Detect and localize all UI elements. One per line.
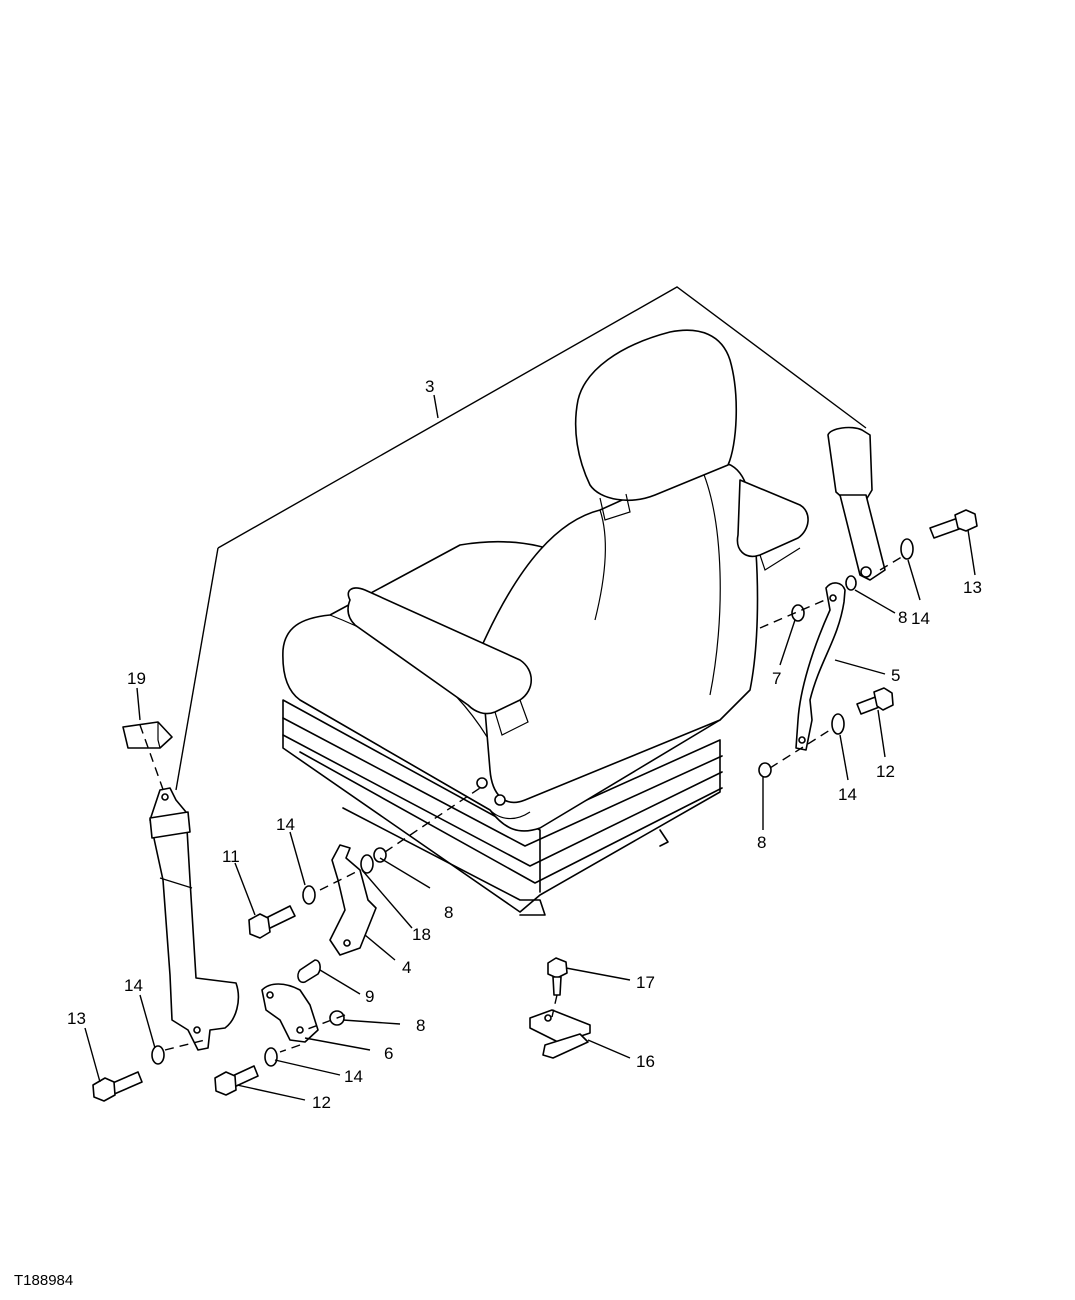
callout-8-right-upper: 8 xyxy=(898,608,907,627)
bracket-4 xyxy=(329,844,377,956)
nut-8-right-upper xyxy=(845,575,857,591)
callout-18: 18 xyxy=(412,925,431,944)
callout-13-right: 13 xyxy=(963,578,982,597)
spacer-7 xyxy=(791,604,805,622)
right-belt-strap xyxy=(795,582,846,751)
right-seat-belt-retractor xyxy=(827,426,886,581)
callout-8-left-lower: 8 xyxy=(416,1016,425,1035)
right-armrest xyxy=(736,479,809,557)
callout-6: 6 xyxy=(384,1044,393,1063)
callout-5: 5 xyxy=(891,666,900,685)
cover-19 xyxy=(122,721,173,749)
callout-12-left: 12 xyxy=(312,1093,331,1112)
callout-4: 4 xyxy=(402,958,411,977)
bolt-12-left xyxy=(214,1065,259,1096)
figure-id: T188984 xyxy=(14,1272,73,1289)
bolt-12-right xyxy=(856,687,894,715)
callout-leaders xyxy=(84,529,976,1101)
screw-17 xyxy=(547,957,568,996)
bracket-16 xyxy=(529,1009,591,1059)
nut-8-right-lower xyxy=(758,762,772,778)
bolt-13-right xyxy=(929,509,978,539)
callout-13-left: 13 xyxy=(67,1009,86,1028)
operator-seat xyxy=(282,329,809,916)
callout-8-right-lower: 8 xyxy=(757,833,766,852)
bolt-11 xyxy=(248,905,296,939)
callout-labels: 3 19 11 14 8 18 4 9 8 6 14 12 13 14 17 1… xyxy=(67,377,982,1112)
left-seat-belt-buckle xyxy=(149,787,240,1051)
washer-14-left-bottom xyxy=(264,1047,278,1067)
callout-17: 17 xyxy=(636,973,655,992)
callout-12-right: 12 xyxy=(876,762,895,781)
assembly-guide-lines xyxy=(139,554,906,1053)
left-belt-bracket-6 xyxy=(261,983,319,1043)
callout-14-right-upper: 14 xyxy=(911,609,930,628)
nut-8-left-upper xyxy=(373,847,387,863)
washer-14-right-upper xyxy=(900,538,914,560)
seat-headrest xyxy=(574,329,738,501)
callout-14-right-lower: 14 xyxy=(838,785,857,804)
callout-16: 16 xyxy=(636,1052,655,1071)
washer-18 xyxy=(360,854,374,874)
washer-14-right-lower xyxy=(831,713,845,735)
callout-3: 3 xyxy=(425,377,434,396)
seat-assembly-leader xyxy=(175,286,867,791)
washer-14-left-lower xyxy=(151,1045,165,1065)
callout-19: 19 xyxy=(127,669,146,688)
left-armrest xyxy=(347,587,533,715)
callout-7: 7 xyxy=(772,669,781,688)
bolt-13-left xyxy=(92,1071,143,1102)
callout-9: 9 xyxy=(365,987,374,1006)
callout-11: 11 xyxy=(222,847,240,866)
washer-14-left-upper xyxy=(302,885,316,905)
callout-8-left-upper: 8 xyxy=(444,903,453,922)
callout-14-left-bottom: 14 xyxy=(344,1067,363,1086)
callout-14-left-upper: 14 xyxy=(276,815,295,834)
callout-14-left-lower: 14 xyxy=(124,976,143,995)
spacer-9 xyxy=(297,959,321,984)
